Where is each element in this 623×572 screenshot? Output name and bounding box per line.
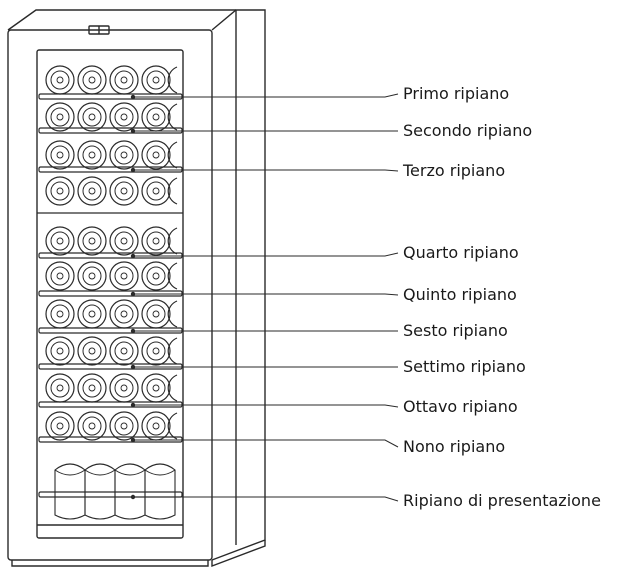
bottle-end-partial xyxy=(167,227,178,255)
label-primo-ripiano: Primo ripiano xyxy=(403,84,510,103)
bottle-end xyxy=(109,411,139,441)
bottle-end-partial xyxy=(167,262,178,290)
bottle-end xyxy=(77,261,107,291)
bottle-end xyxy=(77,102,107,132)
leader-lines xyxy=(130,93,399,502)
bottle-row xyxy=(45,65,178,95)
bottle-end xyxy=(45,261,75,291)
bottle-end xyxy=(109,226,139,256)
bottle-row xyxy=(45,176,178,206)
bottle-row xyxy=(45,140,178,170)
top-edge xyxy=(7,9,236,31)
bottle-end xyxy=(77,176,107,206)
leader-line xyxy=(130,364,398,370)
bottle-end xyxy=(141,176,171,206)
bottle-row xyxy=(45,226,178,256)
bottle-end xyxy=(109,336,139,366)
shelves-group xyxy=(37,93,183,520)
leader-line xyxy=(130,128,398,134)
bottle-end xyxy=(141,336,171,366)
bottle-end xyxy=(45,373,75,403)
leader-line xyxy=(130,291,399,297)
bottle-end xyxy=(109,176,139,206)
bottle-end-partial xyxy=(167,412,178,440)
label-quinto-ripiano: Quinto ripiano xyxy=(403,285,517,304)
bottle-end xyxy=(141,261,171,291)
bottle-end xyxy=(141,65,171,95)
leader-line xyxy=(130,437,399,448)
base xyxy=(11,560,209,567)
leader-line xyxy=(130,402,399,408)
bottle-end xyxy=(141,226,171,256)
bottle-end xyxy=(109,65,139,95)
bottle-row xyxy=(45,411,178,441)
bottle-end xyxy=(45,176,75,206)
bottle-end xyxy=(45,140,75,170)
bottle-end-partial xyxy=(167,103,178,131)
bottle-row xyxy=(45,336,178,366)
bottle-end-partial xyxy=(167,177,178,205)
bottle-end-partial xyxy=(167,300,178,328)
label-nono-ripiano: Nono ripiano xyxy=(403,437,506,456)
bottle-end xyxy=(77,411,107,441)
bottle-end-partial xyxy=(167,141,178,169)
bottle-end xyxy=(141,140,171,170)
leader-line xyxy=(130,494,399,502)
base-foot xyxy=(211,540,266,568)
bottle-end xyxy=(141,411,171,441)
leader-line xyxy=(130,252,399,259)
bottle-row xyxy=(45,102,178,132)
bottle-end xyxy=(77,336,107,366)
bottle-end xyxy=(109,102,139,132)
presentation-bottle xyxy=(144,463,176,520)
label-settimo-ripiano: Settimo ripiano xyxy=(403,357,526,376)
bottle-end xyxy=(141,102,171,132)
door-frame xyxy=(7,29,213,561)
label-terzo-ripiano: Terzo ripiano xyxy=(403,161,506,180)
bottle-end xyxy=(45,102,75,132)
bottle-end xyxy=(45,226,75,256)
bottles-group xyxy=(45,65,178,441)
leader-line xyxy=(130,167,399,173)
bottle-end xyxy=(77,140,107,170)
bottle-row xyxy=(45,299,178,329)
bottle-end xyxy=(45,336,75,366)
presentation-shelf xyxy=(38,463,183,520)
bottle-end xyxy=(141,373,171,403)
bottle-row xyxy=(45,373,178,403)
bottle-end xyxy=(109,140,139,170)
label-quarto-ripiano: Quarto ripiano xyxy=(403,243,519,262)
bottle-end xyxy=(77,299,107,329)
side-panel xyxy=(211,9,266,561)
bottle-end xyxy=(141,299,171,329)
bottle-end xyxy=(77,226,107,256)
leader-line xyxy=(130,93,399,100)
label-sesto-ripiano: Sesto ripiano xyxy=(403,321,508,340)
bottle-end-partial xyxy=(167,66,178,94)
bottle-end xyxy=(45,411,75,441)
bottle-end xyxy=(45,299,75,329)
leader-line xyxy=(130,328,398,334)
bottle-end xyxy=(109,261,139,291)
bottle-end xyxy=(77,65,107,95)
bottle-end xyxy=(109,299,139,329)
label-secondo-ripiano: Secondo ripiano xyxy=(403,121,533,140)
bottle-row xyxy=(45,261,178,291)
bottle-end xyxy=(109,373,139,403)
bottle-end-partial xyxy=(167,337,178,365)
bottle-end xyxy=(45,65,75,95)
bottle-end-partial xyxy=(167,374,178,402)
wine-cooler-cabinet xyxy=(7,9,266,568)
label-ripiano-di-presentazione: Ripiano di presentazione xyxy=(403,491,601,510)
label-ottavo-ripiano: Ottavo ripiano xyxy=(403,397,518,416)
bottle-end xyxy=(77,373,107,403)
